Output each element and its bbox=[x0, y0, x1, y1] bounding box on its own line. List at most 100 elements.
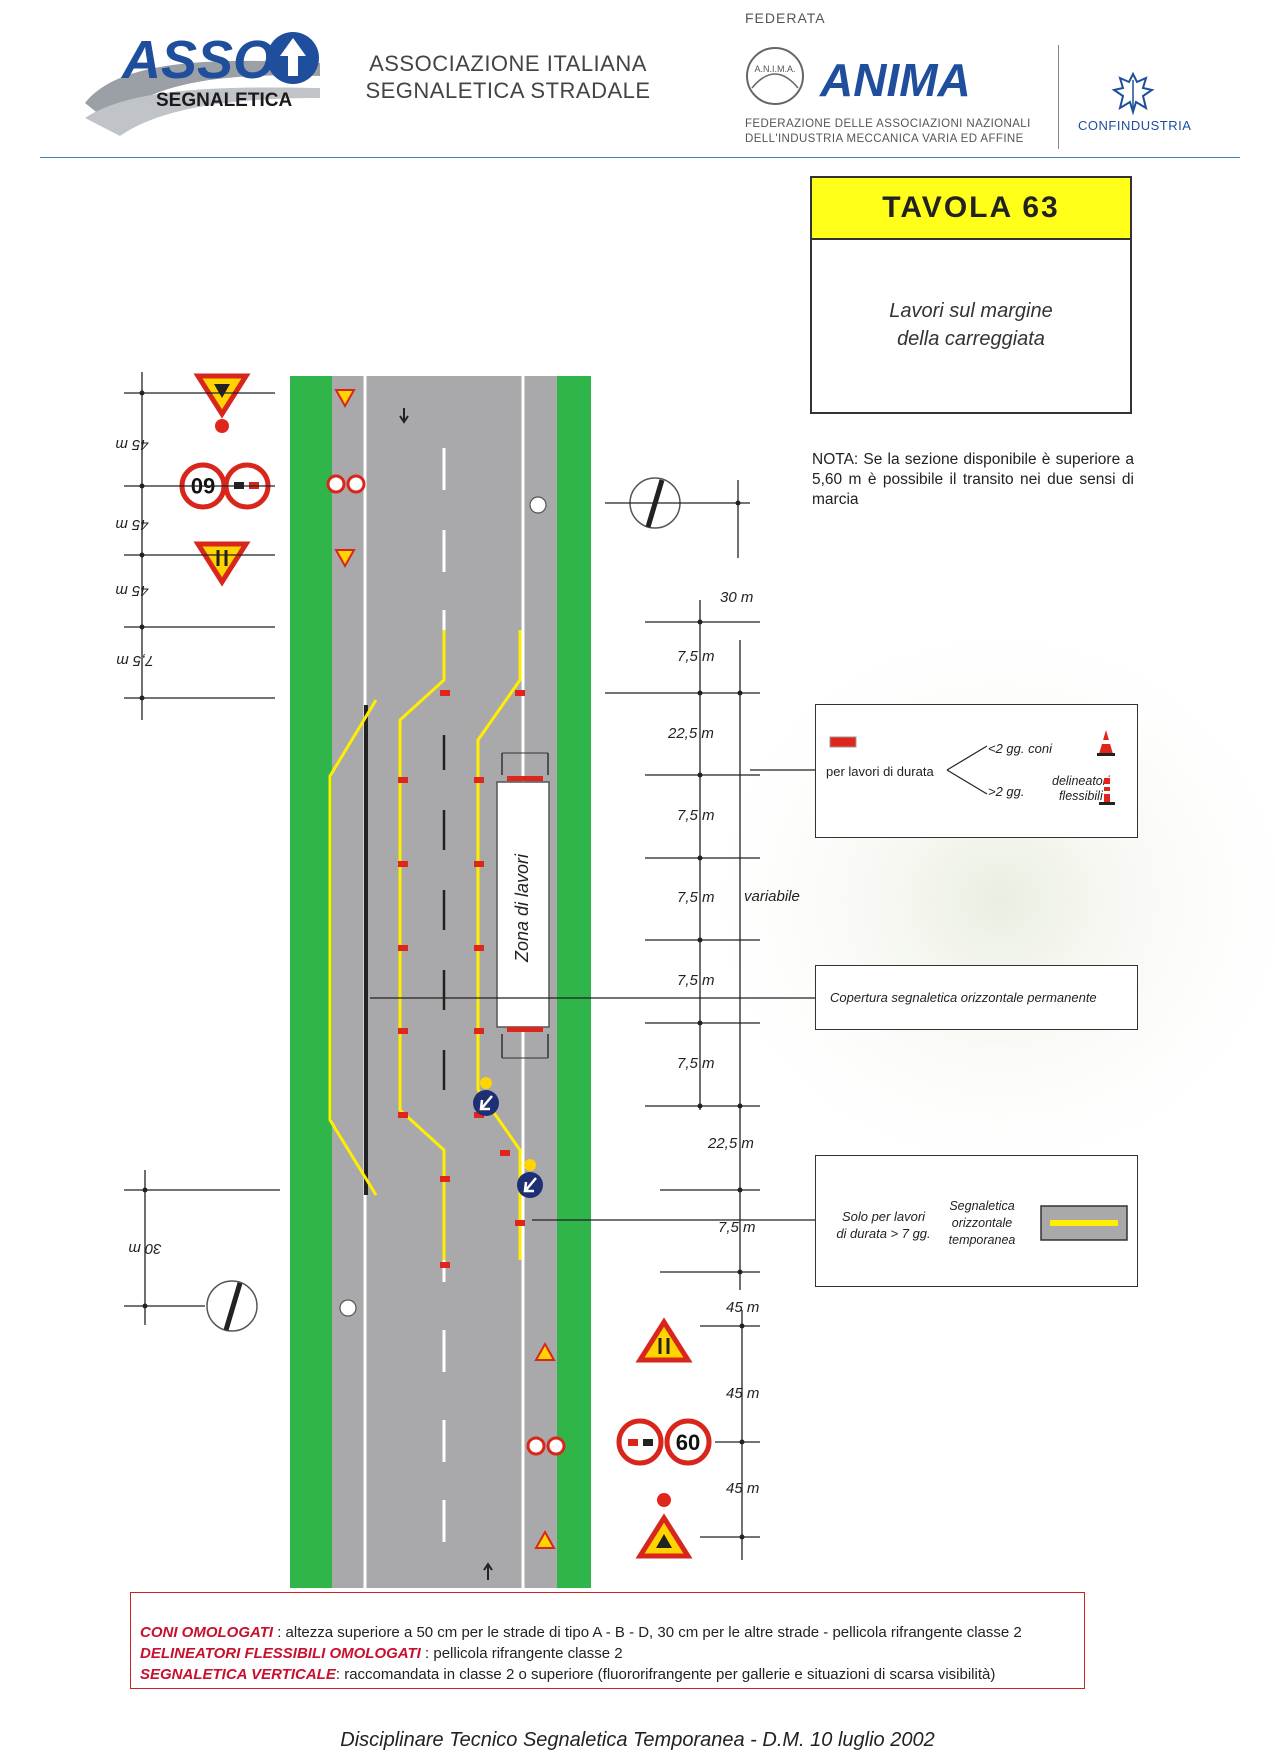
confindustria-label: CONFINDUSTRIA bbox=[1078, 118, 1192, 133]
left-dimension-ticks bbox=[139, 390, 148, 1309]
anima-sub-line1: FEDERAZIONE DELLE ASSOCIAZIONI NAZIONALI bbox=[745, 118, 1031, 130]
right-distance-8: 22,5 m bbox=[707, 1135, 754, 1152]
tavola-title: TAVOLA 63 bbox=[812, 178, 1130, 240]
left-distance-labels: 45 m 45 m 45 m 7,5 m 30 m bbox=[115, 436, 161, 1257]
header-separator bbox=[1058, 45, 1059, 149]
footer-delineatori: DELINEATORI FLESSIBILI OMOLOGATI : pelli… bbox=[140, 1645, 623, 1662]
road-warning-icon-1 bbox=[534, 1341, 556, 1361]
left-distance-2: 45 m bbox=[115, 516, 148, 533]
left-distance-5: 30 m bbox=[128, 1240, 161, 1257]
sign-narrowing-inverted bbox=[193, 541, 251, 587]
legend-segn-line1: Segnaletica bbox=[949, 1199, 1015, 1213]
right-distance-4: 7,5 m bbox=[677, 807, 715, 824]
legend-segnaletica-temporanea: Segnaletica orizzontale temporanea bbox=[938, 1198, 1026, 1249]
grass-left bbox=[290, 376, 332, 1588]
right-distance-labels: 30 m 7,5 m 22,5 m 7,5 m 7,5 m 7,5 m 7,5 … bbox=[667, 589, 800, 1497]
right-distance-5: 7,5 m bbox=[677, 889, 715, 906]
legend-solo-per-lavori: Solo per lavori di durata > 7 gg. bbox=[826, 1208, 941, 1242]
legend-delineatori-line2: flessibili bbox=[1058, 789, 1103, 803]
asso-logo-text: ASSO bbox=[120, 30, 275, 90]
legend-delineatori: delineatori flessibili bbox=[1052, 774, 1110, 804]
legend-copertura-label: Copertura segnaletica orizzontale perman… bbox=[830, 990, 1097, 1005]
footer-notes-box bbox=[130, 1592, 1085, 1689]
tavola-subtitle-line1: Lavori sul margine bbox=[889, 300, 1053, 322]
tavola-subtitle-line2: della carreggiata bbox=[897, 328, 1045, 350]
legend-branch-lines bbox=[946, 745, 988, 795]
anima-logo: A.N.I.M.A. ANIMA bbox=[746, 47, 971, 106]
keep-left-sign-2 bbox=[517, 1159, 543, 1198]
road-yield-icon-2 bbox=[334, 549, 356, 569]
footer-delin-title: DELINEATORI FLESSIBILI OMOLOGATI bbox=[140, 1645, 421, 1662]
temporary-marking-swatch bbox=[1040, 1205, 1128, 1241]
legend-box-durata bbox=[815, 704, 1138, 838]
asso-segnaletica-logo: ASSO SEGNALETICA bbox=[85, 30, 320, 136]
footer-segn-title: SEGNALETICA VERTICALE bbox=[140, 1666, 336, 1683]
right-distance-6: 7,5 m bbox=[677, 972, 715, 989]
marker-circle-top bbox=[529, 496, 547, 514]
right-distance-9: 7,5 m bbox=[718, 1219, 756, 1236]
cones-left bbox=[398, 690, 450, 1268]
sign-no-overtaking-right bbox=[616, 1418, 664, 1466]
legend-lt-2gg: <2 gg. coni bbox=[988, 741, 1052, 756]
left-distance-4: 7,5 m bbox=[116, 652, 154, 669]
temporary-markings bbox=[328, 630, 522, 1260]
right-distance-10: 45 m bbox=[726, 1299, 759, 1316]
anima-logo-text: ANIMA bbox=[819, 54, 971, 106]
flexible-delineator-icon bbox=[1099, 778, 1115, 805]
footer-segn-text: : raccomandata in classe 2 o superiore (… bbox=[335, 1666, 996, 1683]
association-name: ASSOCIAZIONE ITALIANA SEGNALETICA STRADA… bbox=[363, 50, 653, 104]
right-distance-2: 7,5 m bbox=[677, 648, 715, 665]
variabile-label: variabile bbox=[744, 888, 800, 905]
speed-60-right-text: 60 bbox=[676, 1430, 700, 1455]
legend-delineatori-line1: delineatori bbox=[1052, 774, 1110, 788]
legend-durata-label: per lavori di durata bbox=[826, 764, 934, 779]
footer-coni: CONI OMOLOGATI : altezza superiore a 50 … bbox=[140, 1624, 1022, 1641]
barrier-top bbox=[501, 752, 549, 781]
federata-label: FEDERATA bbox=[745, 10, 826, 26]
confindustria-eagle-icon bbox=[1111, 71, 1155, 116]
nota-text: NOTA: Se la sezione disponibile è superi… bbox=[812, 451, 1134, 508]
tavola-subtitle: Lavori sul margine della carreggiata bbox=[812, 297, 1130, 353]
direction-arrow-down-icon bbox=[399, 408, 409, 424]
sign-roadworks-inverted bbox=[193, 373, 251, 433]
legend-solo-line2: di durata > 7 gg. bbox=[836, 1226, 931, 1241]
sign-narrowing-right bbox=[635, 1317, 693, 1363]
right-distance-7: 7,5 m bbox=[677, 1055, 715, 1072]
legend-segn-line3: temporanea bbox=[948, 1233, 1016, 1247]
left-distance-1: 45 m bbox=[115, 436, 148, 453]
asso-logo-sub: SEGNALETICA bbox=[156, 90, 292, 111]
legend-box-temporanea bbox=[815, 1155, 1138, 1287]
left-dimension-lines bbox=[124, 372, 280, 1325]
cones-right bbox=[474, 690, 525, 1226]
direction-arrow-up-icon bbox=[483, 1562, 493, 1580]
right-distance-3: 22,5 m bbox=[667, 725, 714, 742]
association-line2: SEGNALETICA STRADALE bbox=[365, 78, 651, 103]
anima-sub-line2: DELL'INDUSTRIA MECCANICA VARIA ED AFFINE bbox=[745, 133, 1024, 145]
arrow-up-icon bbox=[280, 38, 306, 76]
left-distance-3: 45 m bbox=[115, 582, 148, 599]
road-yield-icon-1 bbox=[334, 389, 356, 409]
footer-coni-text: : altezza superiore a 50 cm per le strad… bbox=[273, 1624, 1022, 1641]
sign-speed-60-right: 60 bbox=[664, 1418, 712, 1466]
legend-box-copertura bbox=[815, 965, 1138, 1030]
legend-solo-line1: Solo per lavori bbox=[841, 1209, 926, 1224]
work-zone-label: Zona di lavori bbox=[512, 853, 532, 963]
road-warning-icon-2 bbox=[534, 1529, 556, 1549]
cone-icon bbox=[1097, 730, 1115, 756]
sign-roadworks-right bbox=[635, 1493, 693, 1559]
sign-end-restriction-left bbox=[206, 1280, 258, 1332]
legend-leader-lines bbox=[370, 769, 815, 1221]
right-distance-12: 45 m bbox=[726, 1480, 759, 1497]
right-dimension-ticks bbox=[697, 500, 745, 1540]
marker-circle-bottom bbox=[339, 1299, 357, 1317]
footer-coni-title: CONI OMOLOGATI bbox=[140, 1624, 274, 1641]
tavola-box bbox=[810, 176, 1132, 414]
legend-segn-line2: orizzontale bbox=[951, 1216, 1013, 1230]
footer-segnaletica: SEGNALETICA VERTICALE: raccomandata in c… bbox=[140, 1666, 995, 1683]
cone-rect-icon bbox=[829, 736, 857, 748]
work-zone-area bbox=[496, 781, 550, 1028]
footer-delin-text: : pellicola rifrangente classe 2 bbox=[420, 1645, 623, 1662]
barrier-bottom bbox=[501, 1027, 549, 1059]
legend-gt-2gg: >2 gg. bbox=[988, 784, 1025, 799]
